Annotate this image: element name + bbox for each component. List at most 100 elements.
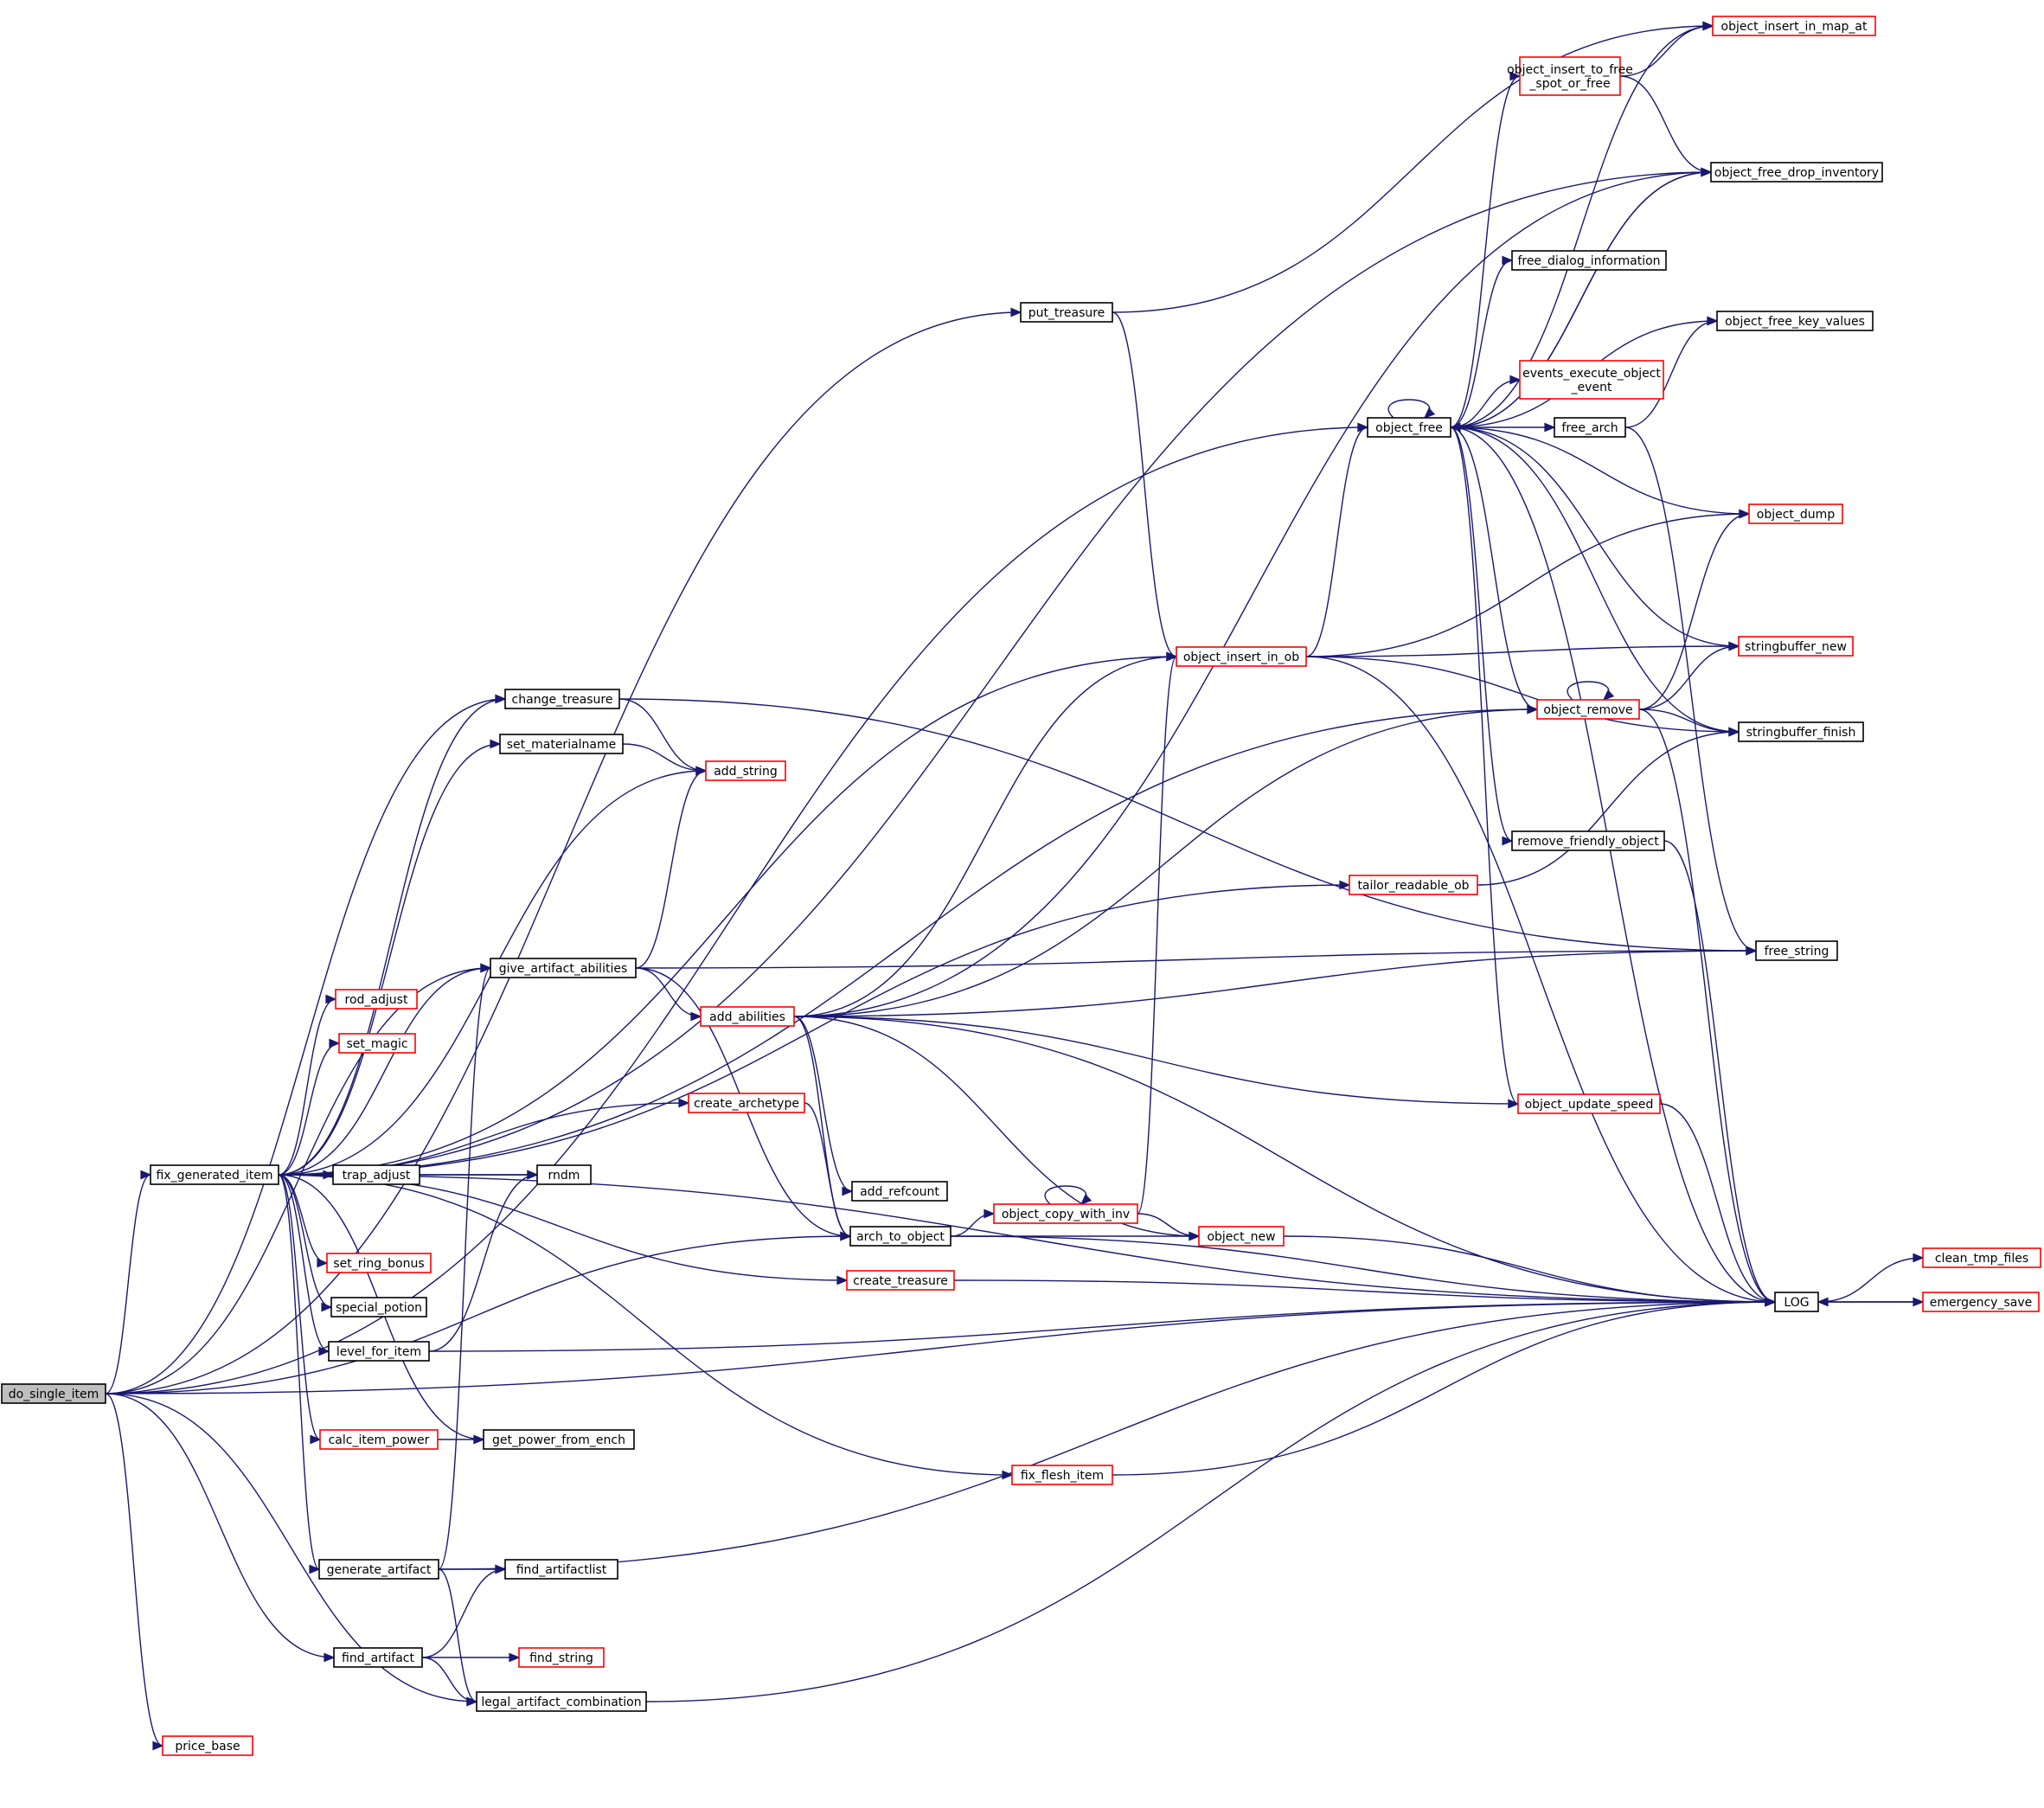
function-node-set_magic[interactable]: set_magic	[338, 1033, 416, 1054]
function-node-price_base[interactable]: price_base	[162, 1735, 253, 1756]
edge-arrowhead	[1509, 71, 1522, 81]
function-node-set_materialname[interactable]: set_materialname	[499, 734, 624, 754]
function-node-object_free_drop_inventory[interactable]: object_free_drop_inventory	[1710, 162, 1883, 183]
node-label: object_new	[1207, 1230, 1275, 1244]
call-edge-fix_generated_item-to-object_remove	[278, 708, 1538, 1176]
function-node-rod_adjust[interactable]: rod_adjust	[335, 989, 418, 1010]
function-node-object_new[interactable]: object_new	[1198, 1226, 1285, 1247]
node-box	[318, 1559, 439, 1580]
call-edge-object_remove-to-object_dump	[1638, 513, 1750, 710]
function-node-fix_flesh_item[interactable]: fix_flesh_item	[1011, 1465, 1113, 1485]
edge-arrowhead	[1739, 509, 1751, 519]
edges-layer	[105, 21, 1925, 1751]
call-edge-object_remove-to-stringbuffer_new	[1638, 645, 1740, 710]
function-node-put_treasure[interactable]: put_treasure	[1020, 302, 1113, 323]
call-edge-do_single_item-to-LOG	[105, 1301, 1776, 1394]
function-node-add_string[interactable]: add_string	[705, 760, 786, 781]
function-node-emergency_save[interactable]: emergency_save	[1922, 1292, 2040, 1312]
call-edge-object_free_drop_inventory-to-object_free	[1450, 171, 1712, 428]
function-node-calc_item_power[interactable]: calc_item_power	[319, 1429, 439, 1450]
call-edge-change_treasure-to-free_string	[618, 698, 1757, 952]
function-node-object_insert_in_map_at[interactable]: object_insert_in_map_at	[1712, 16, 1876, 36]
function-node-object_dump[interactable]: object_dump	[1748, 503, 1843, 524]
function-node-stringbuffer_new[interactable]: stringbuffer_new	[1738, 636, 1854, 657]
edge-arrowhead	[1817, 1297, 1829, 1307]
call-edge-object_free-to-object_dump	[1450, 426, 1750, 515]
call-edge-object_insert_in_ob-to-stringbuffer_new	[1305, 645, 1740, 657]
function-node-do_single_item[interactable]: do_single_item	[1, 1383, 106, 1404]
edge-arrowhead	[1357, 422, 1369, 433]
function-node-free_string[interactable]: free_string	[1755, 940, 1838, 961]
call-edge-object_copy_with_inv-to-object_copy_with_inv	[1044, 1185, 1087, 1205]
function-node-object_remove[interactable]: object_remove	[1536, 699, 1640, 720]
function-node-object_insert_to_free_spot_or_free[interactable]: object_insert_to_free_spot_or_free	[1507, 56, 1633, 96]
function-node-change_treasure[interactable]: change_treasure	[504, 689, 620, 709]
node-label: level_for_item	[336, 1345, 421, 1359]
node-box	[846, 1270, 955, 1291]
function-node-level_for_item[interactable]: level_for_item	[328, 1341, 430, 1362]
node-box	[1198, 1226, 1285, 1247]
edge-arrowhead	[1339, 880, 1351, 890]
call-edge-object_free-to-object_free	[1387, 399, 1431, 419]
call-edge-find_artifact-to-find_artifactlist	[421, 1568, 506, 1658]
function-node-add_refcount[interactable]: add_refcount	[851, 1181, 948, 1202]
call-edge-object_free-to-events_execute_object_event	[1450, 379, 1521, 428]
function-node-tailor_readable_ob[interactable]: tailor_readable_ob	[1349, 875, 1478, 895]
node-label: fix_generated_item	[156, 1169, 272, 1183]
call-edge-fix_flesh_item-to-LOG	[1112, 1301, 1776, 1476]
function-node-stringbuffer_finish[interactable]: stringbuffer_finish	[1738, 721, 1864, 742]
function-node-rndm[interactable]: rndm	[536, 1164, 592, 1185]
edge-arrowhead	[1010, 307, 1022, 317]
function-node-free_arch[interactable]: free_arch	[1554, 417, 1626, 438]
function-node-find_string[interactable]: find_string	[518, 1647, 605, 1668]
function-node-get_power_from_ench[interactable]: get_power_from_ench	[483, 1429, 635, 1450]
node-box	[1517, 1093, 1661, 1114]
function-node-LOG[interactable]: LOG	[1774, 1292, 1819, 1312]
call-edge-object_remove-to-stringbuffer_finish	[1638, 708, 1740, 733]
function-node-trap_adjust[interactable]: trap_adjust	[332, 1164, 420, 1185]
function-node-generate_artifact[interactable]: generate_artifact	[318, 1559, 439, 1580]
node-label: object_insert_in_ob	[1183, 651, 1299, 664]
function-node-set_ring_bonus[interactable]: set_ring_bonus	[326, 1253, 432, 1273]
edge-arrowhead	[1166, 651, 1178, 662]
function-node-events_execute_object_event[interactable]: events_execute_object_event	[1519, 360, 1664, 400]
function-node-object_free[interactable]: object_free	[1367, 417, 1451, 438]
function-node-special_potion[interactable]: special_potion	[330, 1297, 427, 1318]
node-box	[328, 1341, 430, 1362]
node-box	[1011, 1465, 1113, 1485]
node-label: object_copy_with_inv	[1002, 1208, 1130, 1221]
function-node-find_artifact[interactable]: find_artifact	[333, 1647, 423, 1668]
function-node-clean_tmp_files[interactable]: clean_tmp_files	[1922, 1247, 2041, 1268]
function-node-free_dialog_information[interactable]: free_dialog_information	[1511, 250, 1667, 271]
function-node-object_update_speed[interactable]: object_update_speed	[1517, 1093, 1661, 1114]
node-box	[1774, 1292, 1819, 1312]
function-node-arch_to_object[interactable]: arch_to_object	[849, 1226, 952, 1247]
function-node-fix_generated_item[interactable]: fix_generated_item	[150, 1164, 279, 1185]
node-box	[483, 1429, 635, 1450]
call-edge-fix_generated_item-to-object_insert_in_ob	[278, 656, 1177, 1176]
call-edge-fix_generated_item-to-calc_item_power	[278, 1174, 321, 1440]
node-label: emergency_save	[1930, 1296, 2033, 1310]
function-node-create_treasure[interactable]: create_treasure	[846, 1270, 955, 1291]
node-label: free_dialog_information	[1517, 254, 1660, 268]
function-node-object_insert_in_ob[interactable]: object_insert_in_ob	[1176, 646, 1307, 667]
function-node-find_artifactlist[interactable]: find_artifactlist	[504, 1559, 618, 1580]
node-box	[1738, 636, 1854, 657]
function-node-add_abilities[interactable]: add_abilities	[700, 1006, 795, 1027]
call-edge-fix_generated_item-to-set_magic	[278, 1042, 340, 1176]
call-edge-change_treasure-to-add_string	[618, 698, 707, 772]
function-node-give_artifact_abilities[interactable]: give_artifact_abilities	[490, 958, 637, 978]
edge-arrowhead	[840, 1231, 852, 1241]
node-label: rod_adjust	[345, 993, 408, 1007]
call-edge-do_single_item-to-change_treasure	[105, 698, 506, 1394]
node-box	[333, 1647, 423, 1668]
function-node-remove_friendly_object[interactable]: remove_friendly_object	[1511, 830, 1665, 851]
function-node-object_copy_with_inv[interactable]: object_copy_with_inv	[993, 1203, 1138, 1224]
function-node-create_archetype[interactable]: create_archetype	[688, 1093, 805, 1113]
function-node-legal_artifact_combination[interactable]: legal_artifact_combination	[476, 1691, 647, 1712]
node-label: fix_flesh_item	[1021, 1469, 1104, 1483]
node-box	[700, 1006, 795, 1027]
node-box	[1511, 250, 1667, 271]
function-node-object_free_key_values[interactable]: object_free_key_values	[1716, 311, 1874, 331]
node-label: rndm	[548, 1169, 580, 1183]
